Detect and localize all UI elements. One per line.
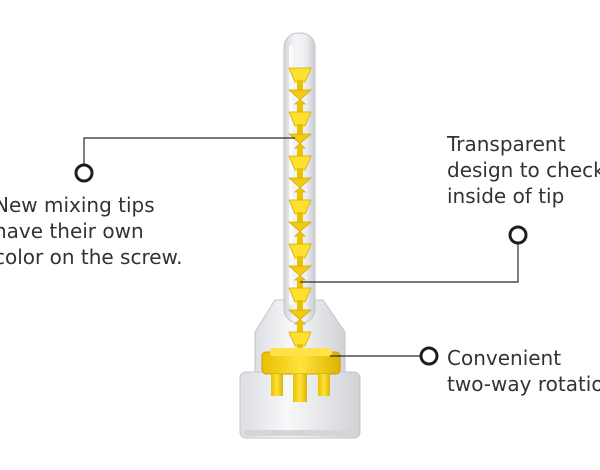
- callout-right-bottom-leader: [330, 346, 439, 366]
- screw-core: [297, 278, 303, 290]
- screw-segment: [287, 177, 313, 193]
- screw-core: [297, 300, 303, 312]
- screw-segment: [287, 89, 313, 105]
- screw-core: [297, 190, 303, 202]
- screw-core: [297, 322, 303, 334]
- screw-segment: [287, 265, 313, 281]
- callout-right-top-line-1: Transparent: [447, 132, 566, 156]
- screw-core: [297, 168, 303, 180]
- screw-segment: [288, 243, 312, 259]
- callout-right-top-text: Transparent design to check inside of ti…: [447, 131, 600, 209]
- callout-left-line-1: New mixing tips: [0, 193, 155, 217]
- callout-left-line-2: have their own: [0, 219, 144, 243]
- rotation-collar: [261, 348, 341, 402]
- callout-right-top-line-3: inside of tip: [447, 184, 565, 208]
- screw-segment: [287, 309, 313, 325]
- screw-segment: [288, 199, 312, 215]
- screw-core: [297, 234, 303, 246]
- screw-core: [297, 256, 303, 268]
- screw-core: [297, 146, 303, 158]
- callout-left-leader: [74, 137, 295, 183]
- callout-left-text: New mixing tips have their own color on …: [0, 192, 182, 270]
- screw-segment: [288, 331, 312, 347]
- callout-right-top-line-2: design to check: [447, 158, 600, 182]
- screw-segment: [288, 111, 312, 127]
- screw-core: [297, 80, 303, 92]
- screw-segment: [288, 67, 312, 83]
- callout-right-bottom-line-2: two-way rotation: [447, 372, 600, 396]
- callout-right-top-leader: [300, 225, 528, 283]
- screw-segment: [288, 287, 312, 303]
- screw-segment: [287, 221, 313, 237]
- callout-right-bottom-marker: [419, 346, 439, 366]
- callout-right-bottom-line-1: Convenient: [447, 346, 562, 370]
- screw-segment: [288, 155, 312, 171]
- screw-core: [297, 124, 303, 136]
- callout-left-line-3: color on the screw.: [0, 245, 183, 269]
- callout-right-top-marker: [508, 225, 528, 245]
- screw-core: [297, 102, 303, 114]
- callout-left-marker: [74, 163, 94, 183]
- callout-right-bottom-text: Convenient two-way rotation: [447, 345, 600, 397]
- screw-core: [297, 212, 303, 224]
